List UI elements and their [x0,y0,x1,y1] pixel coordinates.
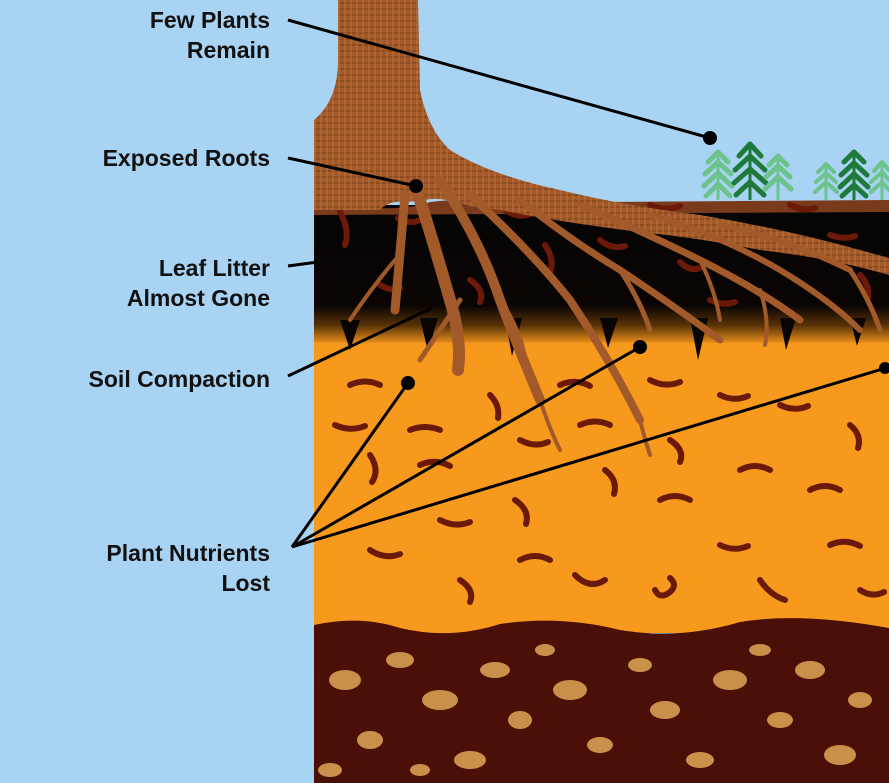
label-line: Plant Nutrients [106,538,270,568]
label-few-plants-remain: Few Plants Remain [150,5,270,65]
subsoil-layer [314,618,889,783]
label-line: Soil Compaction [89,364,270,394]
label-leaf-litter-almost-gone: Leaf Litter Almost Gone [127,253,270,313]
label-soil-compaction: Soil Compaction [89,364,270,394]
label-line: Few Plants [150,5,270,35]
label-line: Exposed Roots [103,143,270,173]
label-line: Remain [150,35,270,65]
topsoil-layer [314,343,889,633]
label-line: Lost [106,568,270,598]
label-line: Leaf Litter [127,253,270,283]
label-line: Almost Gone [127,283,270,313]
label-exposed-roots: Exposed Roots [103,143,270,173]
label-plant-nutrients-lost: Plant Nutrients Lost [106,538,270,598]
